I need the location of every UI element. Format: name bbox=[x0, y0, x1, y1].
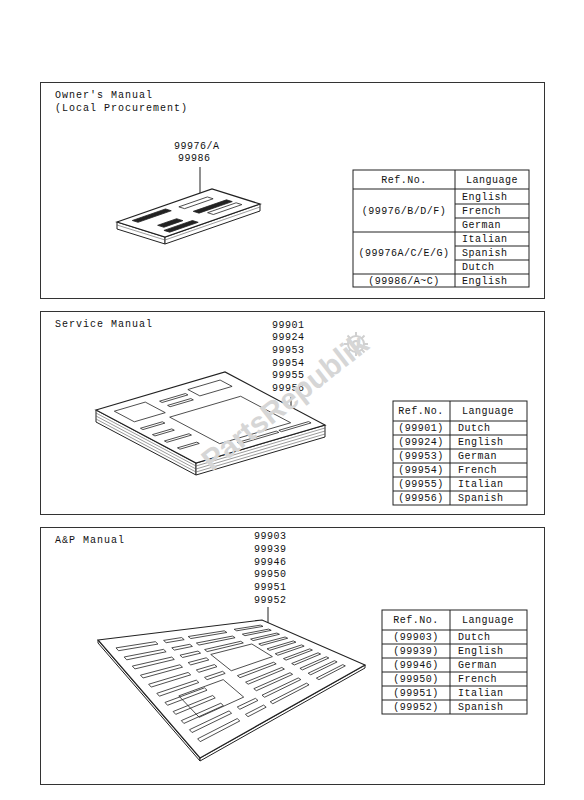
table-cell: English bbox=[458, 646, 504, 657]
callout-number: 99939 bbox=[254, 544, 287, 555]
book bbox=[98, 620, 365, 761]
table-cell: (99953) bbox=[398, 451, 444, 462]
table-cell: Dutch bbox=[462, 262, 495, 273]
table-grid bbox=[353, 170, 529, 287]
table-cell: (99901) bbox=[398, 423, 444, 434]
table-cell: French bbox=[462, 206, 501, 217]
callout-number: 99903 bbox=[254, 531, 287, 542]
callout-number: 99986 bbox=[178, 153, 211, 164]
table-cell: (99976/B/D/F) bbox=[362, 206, 447, 217]
callout-number: 99950 bbox=[254, 569, 287, 580]
table-header: Ref.No. bbox=[393, 615, 439, 626]
table-cell: Dutch bbox=[458, 632, 491, 643]
callout-number: 99924 bbox=[272, 332, 305, 343]
manual-books bbox=[96, 189, 365, 761]
table-cell: (99950) bbox=[393, 674, 439, 685]
table-grid bbox=[382, 610, 527, 714]
book bbox=[117, 189, 260, 244]
table-cell: (99956) bbox=[398, 493, 444, 504]
callout-number: 99901 bbox=[272, 320, 305, 331]
callout-number: 99976/A bbox=[174, 141, 220, 152]
table-header: Ref.No. bbox=[398, 406, 444, 417]
table-header: Language bbox=[466, 175, 518, 186]
table-cell: German bbox=[458, 660, 497, 671]
table-cell: Dutch bbox=[458, 423, 491, 434]
table-cell: French bbox=[458, 674, 497, 685]
callout-number: 99954 bbox=[272, 358, 305, 369]
table-cell: English bbox=[458, 437, 504, 448]
table-cell: Spanish bbox=[458, 702, 504, 713]
callout-number: 99953 bbox=[272, 345, 305, 356]
table-cell: (99952) bbox=[393, 702, 439, 713]
panel-heading: Owner's Manual (Local Procurement) bbox=[55, 89, 193, 115]
table-grid bbox=[393, 401, 527, 505]
table-cell: (99924) bbox=[398, 437, 444, 448]
table-cell: (99954) bbox=[398, 465, 444, 476]
table-header: Ref.No. bbox=[381, 175, 427, 186]
table-cell: (99986/A~C) bbox=[368, 276, 440, 287]
table-cell: (99951) bbox=[393, 688, 439, 699]
table-cell: Spanish bbox=[462, 248, 508, 259]
table-cell: Italian bbox=[462, 234, 508, 245]
table-header: Language bbox=[462, 406, 514, 417]
panel-heading: Service Manual bbox=[55, 318, 355, 331]
callout-number: 99946 bbox=[254, 557, 287, 568]
table-cell: English bbox=[462, 276, 508, 287]
table-cell: English bbox=[462, 192, 508, 203]
table-cell: Italian bbox=[458, 688, 504, 699]
table-cell: (99976A/C/E/G) bbox=[358, 248, 449, 259]
table-cell: French bbox=[458, 465, 497, 476]
callout-number: 99952 bbox=[254, 595, 287, 606]
table-header: Language bbox=[462, 615, 514, 626]
panel-heading: A&P Manual bbox=[55, 534, 355, 547]
table-cell: (99946) bbox=[393, 660, 439, 671]
table-cell: (99903) bbox=[393, 632, 439, 643]
table-cell: Italian bbox=[458, 479, 504, 490]
table-cell: German bbox=[462, 220, 501, 231]
callout-number: 99951 bbox=[254, 582, 287, 593]
table-cell: (99939) bbox=[393, 646, 439, 657]
table-cell: Spanish bbox=[458, 493, 504, 504]
table-cell: German bbox=[458, 451, 497, 462]
table-cell: (99955) bbox=[398, 479, 444, 490]
